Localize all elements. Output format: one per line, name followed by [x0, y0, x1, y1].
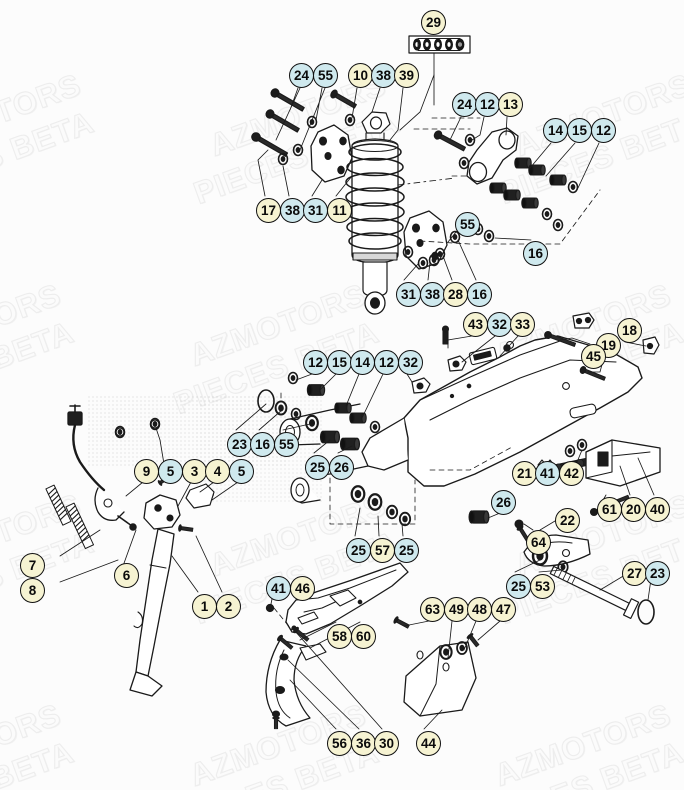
callout-bubble-25[interactable]: 25 — [305, 455, 330, 480]
callout-bubble-26[interactable]: 26 — [329, 455, 354, 480]
callout-bubble-58[interactable]: 58 — [327, 624, 352, 649]
callout-bubble-4[interactable]: 4 — [205, 459, 230, 484]
callout-bubble-24[interactable]: 24 — [289, 63, 314, 88]
callout-bubble-39[interactable]: 39 — [394, 63, 419, 88]
callout-bubble-38[interactable]: 38 — [371, 63, 396, 88]
callout-bubble-12[interactable]: 12 — [303, 350, 328, 375]
callout-bubble-14[interactable]: 14 — [543, 118, 568, 143]
callout-bubble-38[interactable]: 38 — [280, 198, 305, 223]
callout-bubble-29[interactable]: 29 — [421, 10, 446, 35]
callout-bubble-3[interactable]: 3 — [182, 459, 207, 484]
callout-bubble-30[interactable]: 30 — [374, 731, 399, 756]
callout-bubble-8[interactable]: 8 — [20, 578, 45, 603]
callout-bubble-9[interactable]: 9 — [134, 459, 159, 484]
callout-bubble-12[interactable]: 12 — [374, 350, 399, 375]
callout-bubble-38[interactable]: 38 — [420, 282, 445, 307]
callout-bubble-28[interactable]: 28 — [443, 282, 468, 307]
callout-bubble-25[interactable]: 25 — [346, 538, 371, 563]
callout-bubble-7[interactable]: 7 — [20, 553, 45, 578]
callout-bubble-16[interactable]: 16 — [467, 282, 492, 307]
callout-bubble-60[interactable]: 60 — [351, 624, 376, 649]
callout-bubble-2[interactable]: 2 — [216, 594, 241, 619]
callout-bubble-12[interactable]: 12 — [475, 92, 500, 117]
callout-bubble-23[interactable]: 23 — [227, 432, 252, 457]
callout-bubble-63[interactable]: 63 — [420, 597, 445, 622]
callout-bubble-10[interactable]: 10 — [348, 63, 373, 88]
callout-bubble-25[interactable]: 25 — [394, 538, 419, 563]
callout-bubble-55[interactable]: 55 — [313, 63, 338, 88]
callout-bubble-31[interactable]: 31 — [396, 282, 421, 307]
callout-bubble-24[interactable]: 24 — [452, 92, 477, 117]
callout-bubble-56[interactable]: 56 — [327, 731, 352, 756]
callout-bubble-45[interactable]: 45 — [581, 344, 606, 369]
callout-bubble-46[interactable]: 46 — [290, 576, 315, 601]
callout-bubble-17[interactable]: 17 — [256, 198, 281, 223]
callout-bubble-41[interactable]: 41 — [535, 461, 560, 486]
callout-bubble-36[interactable]: 36 — [351, 731, 376, 756]
callout-bubble-32[interactable]: 32 — [398, 350, 423, 375]
callout-bubble-20[interactable]: 20 — [621, 497, 646, 522]
callout-bubble-55[interactable]: 55 — [274, 432, 299, 457]
callout-bubble-22[interactable]: 22 — [555, 508, 580, 533]
callout-bubble-16[interactable]: 16 — [523, 241, 548, 266]
callout-bubble-26[interactable]: 26 — [491, 490, 516, 515]
callout-bubble-14[interactable]: 14 — [350, 350, 375, 375]
callout-bubble-27[interactable]: 27 — [622, 561, 647, 586]
callout-bubble-48[interactable]: 48 — [467, 597, 492, 622]
callout-bubble-57[interactable]: 57 — [370, 538, 395, 563]
callout-bubble-40[interactable]: 40 — [645, 497, 670, 522]
callout-bubble-6[interactable]: 6 — [114, 563, 139, 588]
callout-bubble-49[interactable]: 49 — [444, 597, 469, 622]
callout-bubble-21[interactable]: 21 — [512, 461, 537, 486]
callout-bubble-43[interactable]: 43 — [463, 312, 488, 337]
callout-bubble-5[interactable]: 5 — [229, 459, 254, 484]
callout-bubble-16[interactable]: 16 — [250, 432, 275, 457]
callout-bubble-25[interactable]: 25 — [506, 574, 531, 599]
callout-bubble-42[interactable]: 42 — [559, 461, 584, 486]
callout-bubble-15[interactable]: 15 — [327, 350, 352, 375]
callout-bubble-33[interactable]: 33 — [510, 312, 535, 337]
callout-bubble-32[interactable]: 32 — [487, 312, 512, 337]
callout-bubble-13[interactable]: 13 — [498, 92, 523, 117]
callout-bubble-44[interactable]: 44 — [416, 731, 441, 756]
callout-bubble-12[interactable]: 12 — [591, 118, 616, 143]
callout-bubble-61[interactable]: 61 — [597, 497, 622, 522]
callout-bubble-23[interactable]: 23 — [645, 561, 670, 586]
callout-bubble-11[interactable]: 11 — [327, 198, 352, 223]
callout-bubble-41[interactable]: 41 — [266, 576, 291, 601]
callout-bubble-5[interactable]: 5 — [158, 459, 183, 484]
callout-bubble-47[interactable]: 47 — [491, 597, 516, 622]
callout-bubble-31[interactable]: 31 — [303, 198, 328, 223]
callout-bubble-18[interactable]: 18 — [617, 318, 642, 343]
callout-bubble-64[interactable]: 64 — [526, 530, 551, 555]
callout-bubble-53[interactable]: 53 — [530, 574, 555, 599]
callout-bubble-55[interactable]: 55 — [455, 212, 480, 237]
callout-bubble-15[interactable]: 15 — [567, 118, 592, 143]
callout-bubble-1[interactable]: 1 — [192, 594, 217, 619]
